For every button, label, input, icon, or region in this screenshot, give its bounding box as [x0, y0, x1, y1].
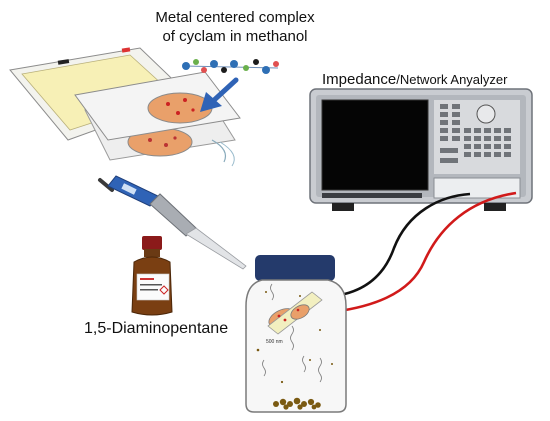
complex-label-line1: Metal centered complex	[155, 9, 315, 26]
molecule-icon	[182, 59, 279, 74]
analyzer-label-network: /Network Anyalyzer	[396, 72, 508, 87]
scale-label: 500 nm	[266, 339, 283, 345]
analyzer-label: Impedance/Network Anyalyzer	[322, 71, 507, 88]
bottle-icon	[131, 236, 173, 316]
analyzer-icon	[309, 88, 533, 211]
jar-icon: 500 nm	[245, 255, 347, 413]
diamine-label: 1,5-Diaminopentane	[84, 320, 229, 337]
analyzer-label-impedance: Impedance	[322, 71, 397, 88]
cables	[321, 191, 517, 315]
pipette-icon	[98, 175, 247, 270]
complex-label: Metal centered complex of cyclam in meth…	[140, 8, 330, 46]
complex-label-line2: of cyclam in methanol	[162, 28, 308, 45]
sensor-film	[9, 47, 241, 167]
arrow-icon	[200, 77, 239, 112]
